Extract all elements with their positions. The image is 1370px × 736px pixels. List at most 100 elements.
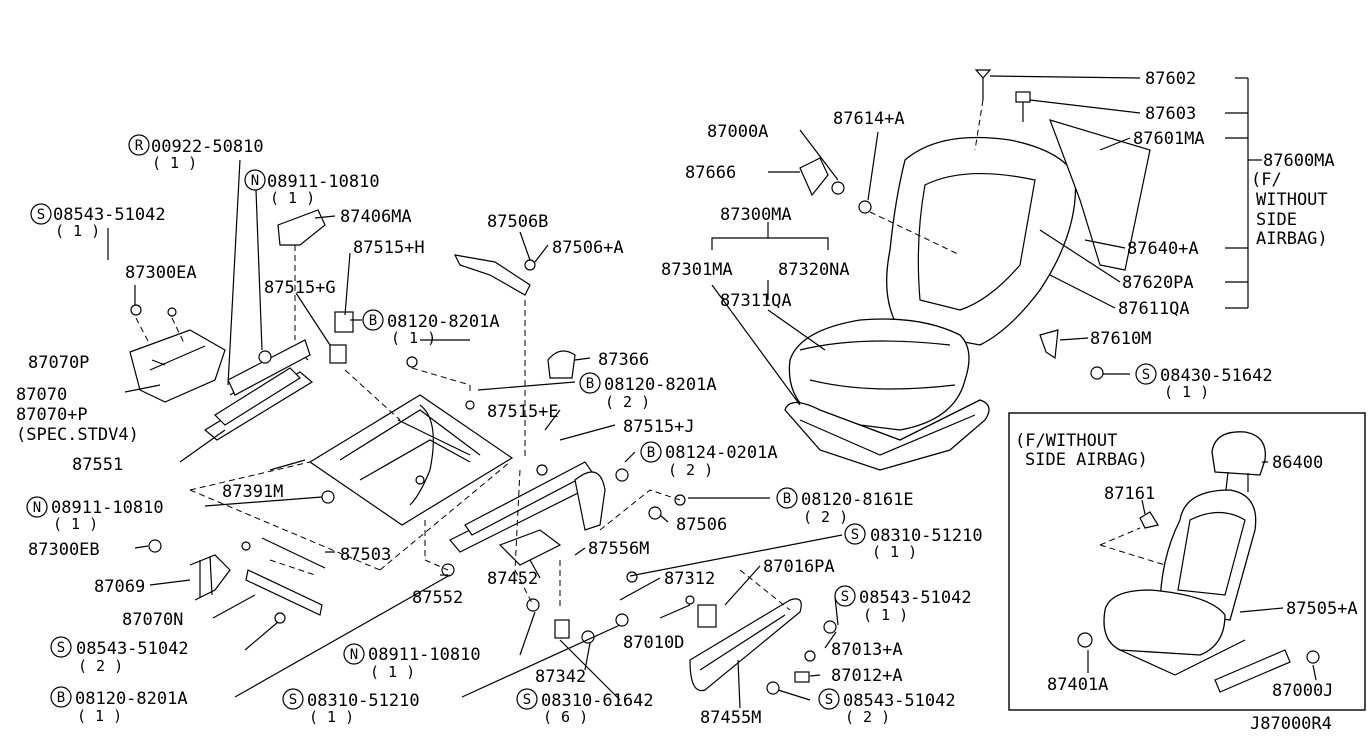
- part-label: 08430-51642: [1160, 366, 1273, 386]
- fastener-set: [130, 259, 837, 695]
- quantity-label: ( 2 ): [845, 708, 890, 726]
- prefix-b-marker: B: [776, 487, 798, 509]
- part-label: 86400: [1272, 453, 1323, 473]
- part-label: 87013+A: [831, 640, 903, 660]
- part-label: 08120-8161E: [801, 490, 914, 510]
- part-label: 87552: [412, 588, 463, 608]
- part-label: 87366: [598, 350, 649, 370]
- part-label: 08120-8201A: [604, 375, 717, 395]
- part-label: 87342: [535, 667, 586, 687]
- part-label: 87300EA: [125, 263, 197, 283]
- seat-frame-drawing: [129, 209, 837, 695]
- part-label: 87601MA: [1133, 129, 1205, 149]
- prefix-markers: R N S B B B N B S S S N B S S S S: [26, 134, 1157, 710]
- part-label: 87401A: [1047, 675, 1108, 695]
- part-label: 87300MA: [720, 205, 792, 225]
- part-label: 87515+G: [264, 278, 336, 298]
- part-label: 87070+P: [16, 405, 88, 425]
- part-label: 08120-8201A: [387, 312, 500, 332]
- part-label: 08543-51042: [859, 588, 972, 608]
- front-seat-drawing: [784, 69, 1151, 471]
- inset-seat-drawing: [1077, 431, 1320, 693]
- note-line: WITHOUT: [1256, 190, 1328, 210]
- quantity-label: ( 1 ): [1164, 383, 1209, 401]
- part-label: 87515+E: [487, 402, 559, 422]
- svg-text:N: N: [251, 173, 259, 189]
- part-label: 87505+A: [1286, 599, 1358, 619]
- prefix-n-marker: N: [244, 169, 266, 191]
- part-label: 87016PA: [763, 557, 835, 577]
- quantity-label: ( 1 ): [270, 189, 315, 207]
- prefix-s-marker: S: [282, 688, 304, 710]
- part-label: 08543-51042: [843, 691, 956, 711]
- quantity-label: ( 1 ): [77, 707, 122, 725]
- part-label: 87455M: [700, 708, 761, 728]
- part-label: 87000J: [1272, 681, 1333, 701]
- quantity-label: ( 1 ): [152, 154, 197, 172]
- prefix-b-marker: B: [50, 686, 72, 708]
- svg-text:S: S: [523, 692, 531, 708]
- prefix-r-marker: R: [128, 134, 150, 156]
- part-label: 87666: [685, 163, 736, 183]
- part-label: 87620PA: [1122, 273, 1194, 293]
- part-label: 08911-10810: [267, 172, 380, 192]
- svg-text:R: R: [135, 138, 144, 154]
- quantity-label: ( 6 ): [543, 708, 588, 726]
- part-label: 87406MA: [340, 207, 412, 227]
- quantity-label: ( 2 ): [78, 657, 123, 675]
- part-label: 87614+A: [833, 109, 905, 129]
- part-label: 87300EB: [28, 540, 100, 560]
- part-label: 08310-51210: [870, 526, 983, 546]
- svg-text:B: B: [647, 445, 655, 461]
- part-label: 87070N: [122, 610, 183, 630]
- inset-note: SIDE AIRBAG): [1025, 450, 1148, 470]
- quantity-label: ( 1 ): [370, 663, 415, 681]
- svg-text:B: B: [783, 491, 791, 507]
- quantity-label: ( 1 ): [309, 708, 354, 726]
- inset-note: (F/WITHOUT: [1015, 431, 1117, 451]
- part-label: 87611QA: [1118, 299, 1190, 319]
- note-line: AIRBAG): [1256, 229, 1328, 249]
- prefix-s-marker: S: [818, 688, 840, 710]
- quantity-label: ( 1 ): [391, 329, 436, 347]
- prefix-s-marker: S: [516, 688, 538, 710]
- prefix-n-marker: N: [26, 496, 48, 518]
- prefix-b-marker: B: [579, 372, 601, 394]
- part-label: 87610M: [1090, 329, 1151, 349]
- part-label: 87506: [676, 515, 727, 535]
- prefix-s-marker: S: [30, 203, 52, 225]
- note-line: SIDE: [1256, 210, 1297, 230]
- quantity-label: ( 1 ): [863, 606, 908, 624]
- svg-text:B: B: [57, 690, 65, 706]
- part-label: 08911-10810: [368, 645, 481, 665]
- part-label: 08120-8201A: [75, 689, 188, 709]
- part-label: 87301MA: [661, 260, 733, 280]
- part-label: 08310-61642: [541, 691, 654, 711]
- note-line: (F/: [1251, 170, 1282, 190]
- part-label: 87551: [72, 455, 123, 475]
- inset-frame: [1008, 412, 1366, 711]
- part-label: 87312: [664, 569, 715, 589]
- part-label: 87311QA: [720, 291, 792, 311]
- svg-text:S: S: [37, 207, 45, 223]
- part-label: 87161: [1104, 484, 1155, 504]
- svg-text:S: S: [825, 692, 833, 708]
- part-label: 87012+A: [831, 666, 903, 686]
- svg-text:S: S: [841, 589, 849, 605]
- part-label: 87070: [16, 385, 67, 405]
- part-label: 00922-50810: [151, 137, 264, 157]
- leader-lines: [107, 75, 1317, 709]
- part-label: 08124-0201A: [665, 443, 778, 463]
- part-label: 87506+A: [552, 238, 624, 258]
- svg-text:N: N: [350, 647, 358, 663]
- svg-text:S: S: [1142, 367, 1150, 383]
- quantity-label: ( 2 ): [605, 393, 650, 411]
- part-label: 87391M: [222, 482, 283, 502]
- part-label: 87600MA: [1263, 151, 1335, 171]
- svg-text:S: S: [57, 640, 65, 656]
- part-label: 87515+J: [623, 417, 695, 437]
- quantity-label: ( 1 ): [872, 543, 917, 561]
- part-label: 08911-10810: [51, 498, 164, 518]
- part-label: 87452: [487, 569, 538, 589]
